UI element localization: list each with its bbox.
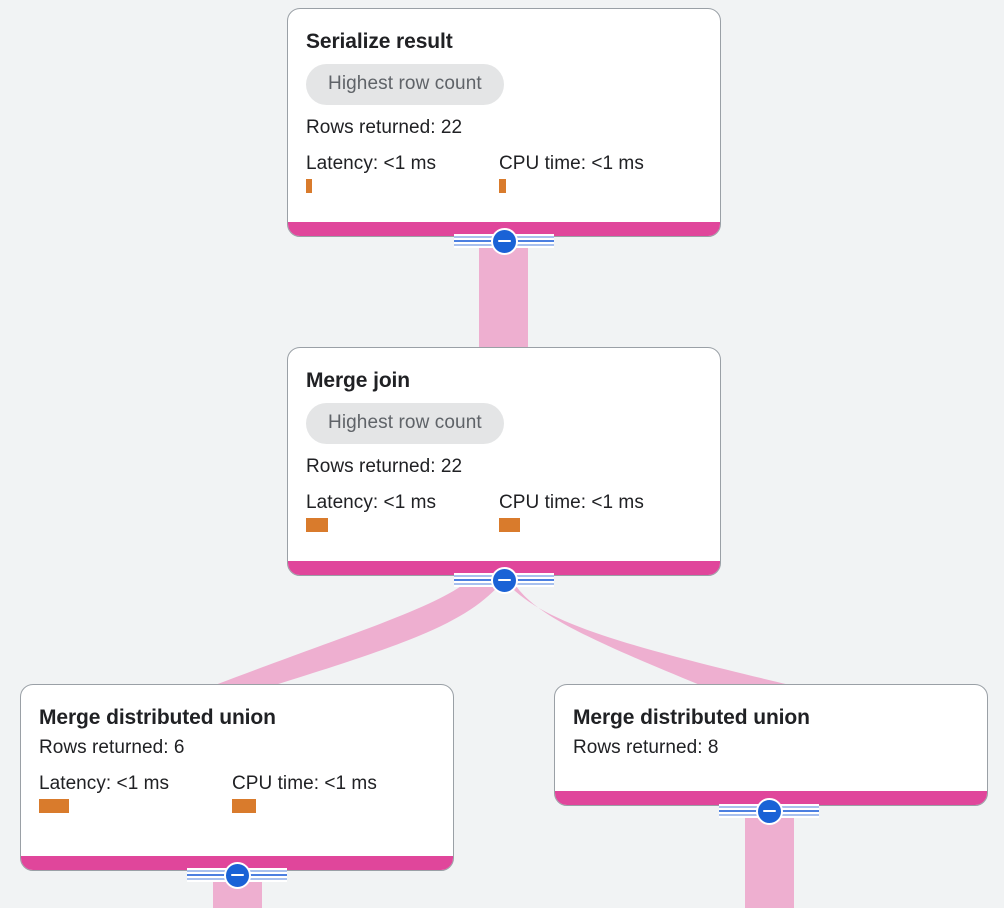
metric-row: Latency: <1 ms CPU time: <1 ms bbox=[306, 153, 702, 193]
metric-latency: Latency: <1 ms bbox=[39, 773, 232, 813]
metric-cpu-time-bar bbox=[499, 178, 506, 193]
metric-latency: Latency: <1 ms bbox=[306, 492, 499, 532]
rows-returned-text: Rows returned: 22 bbox=[306, 456, 463, 478]
edge-mergejoin-to-left-union bbox=[215, 580, 504, 685]
minus-glyph bbox=[230, 873, 244, 877]
node-body: Merge distributed union Rows returned: 6… bbox=[21, 685, 453, 823]
badge-highest-row-count: Highest row count bbox=[306, 64, 504, 106]
node-title: Serialize result bbox=[306, 30, 453, 53]
metric-row: Latency: <1 ms CPU time: <1 ms bbox=[306, 492, 702, 532]
metric-cpu-time-bar bbox=[499, 517, 520, 532]
rows-returned-text: Rows returned: 22 bbox=[306, 117, 463, 139]
node-body: Merge join Highest row count Rows return… bbox=[288, 348, 720, 542]
metric-latency-label: Latency: <1 ms bbox=[306, 492, 437, 514]
toggle-merge-distributed-union-left[interactable] bbox=[187, 861, 287, 889]
node-title: Merge distributed union bbox=[39, 706, 276, 729]
metric-latency-label: Latency: <1 ms bbox=[39, 773, 170, 795]
metric-cpu-time: CPU time: <1 ms bbox=[499, 153, 644, 193]
badge-highest-row-count: Highest row count bbox=[306, 403, 504, 445]
node-merge-join[interactable]: Merge join Highest row count Rows return… bbox=[287, 347, 721, 576]
node-chip-row: Highest row count bbox=[306, 403, 702, 445]
node-serialize-result[interactable]: Serialize result Highest row count Rows … bbox=[287, 8, 721, 237]
metric-latency-label: Latency: <1 ms bbox=[306, 153, 437, 175]
minus-glyph bbox=[762, 809, 776, 813]
node-title: Merge distributed union bbox=[573, 706, 810, 729]
toggle-serialize-result[interactable] bbox=[454, 227, 554, 255]
metric-latency-bar bbox=[306, 517, 328, 532]
metric-cpu-time-label: CPU time: <1 ms bbox=[499, 492, 644, 514]
metric-latency-bar bbox=[39, 798, 69, 813]
node-title: Merge join bbox=[306, 369, 411, 392]
metric-row: Latency: <1 ms CPU time: <1 ms bbox=[39, 773, 435, 813]
toggle-merge-distributed-union-right[interactable] bbox=[719, 797, 819, 825]
metric-cpu-time-bar bbox=[232, 798, 256, 813]
minus-glyph bbox=[497, 239, 511, 243]
metric-latency: Latency: <1 ms bbox=[306, 153, 499, 193]
node-merge-distributed-union-left[interactable]: Merge distributed union Rows returned: 6… bbox=[20, 684, 454, 871]
minus-circle-icon[interactable] bbox=[755, 797, 783, 825]
node-chip-row: Highest row count bbox=[306, 64, 702, 106]
toggle-merge-join[interactable] bbox=[454, 566, 554, 594]
node-body: Merge distributed union Rows returned: 8 bbox=[555, 685, 987, 769]
metric-latency-bar bbox=[306, 178, 312, 193]
rows-returned-text: Rows returned: 6 bbox=[39, 737, 185, 759]
minus-glyph bbox=[497, 578, 511, 582]
node-merge-distributed-union-right[interactable]: Merge distributed union Rows returned: 8 bbox=[554, 684, 988, 806]
metric-cpu-time-label: CPU time: <1 ms bbox=[499, 153, 644, 175]
node-body: Serialize result Highest row count Rows … bbox=[288, 9, 720, 203]
minus-circle-icon[interactable] bbox=[223, 861, 251, 889]
rows-returned-text: Rows returned: 8 bbox=[573, 737, 719, 759]
minus-circle-icon[interactable] bbox=[490, 566, 518, 594]
metric-cpu-time: CPU time: <1 ms bbox=[499, 492, 644, 532]
minus-circle-icon[interactable] bbox=[490, 227, 518, 255]
edge-mergejoin-to-right-union bbox=[504, 580, 790, 685]
metric-cpu-time-label: CPU time: <1 ms bbox=[232, 773, 377, 795]
metric-cpu-time: CPU time: <1 ms bbox=[232, 773, 377, 813]
